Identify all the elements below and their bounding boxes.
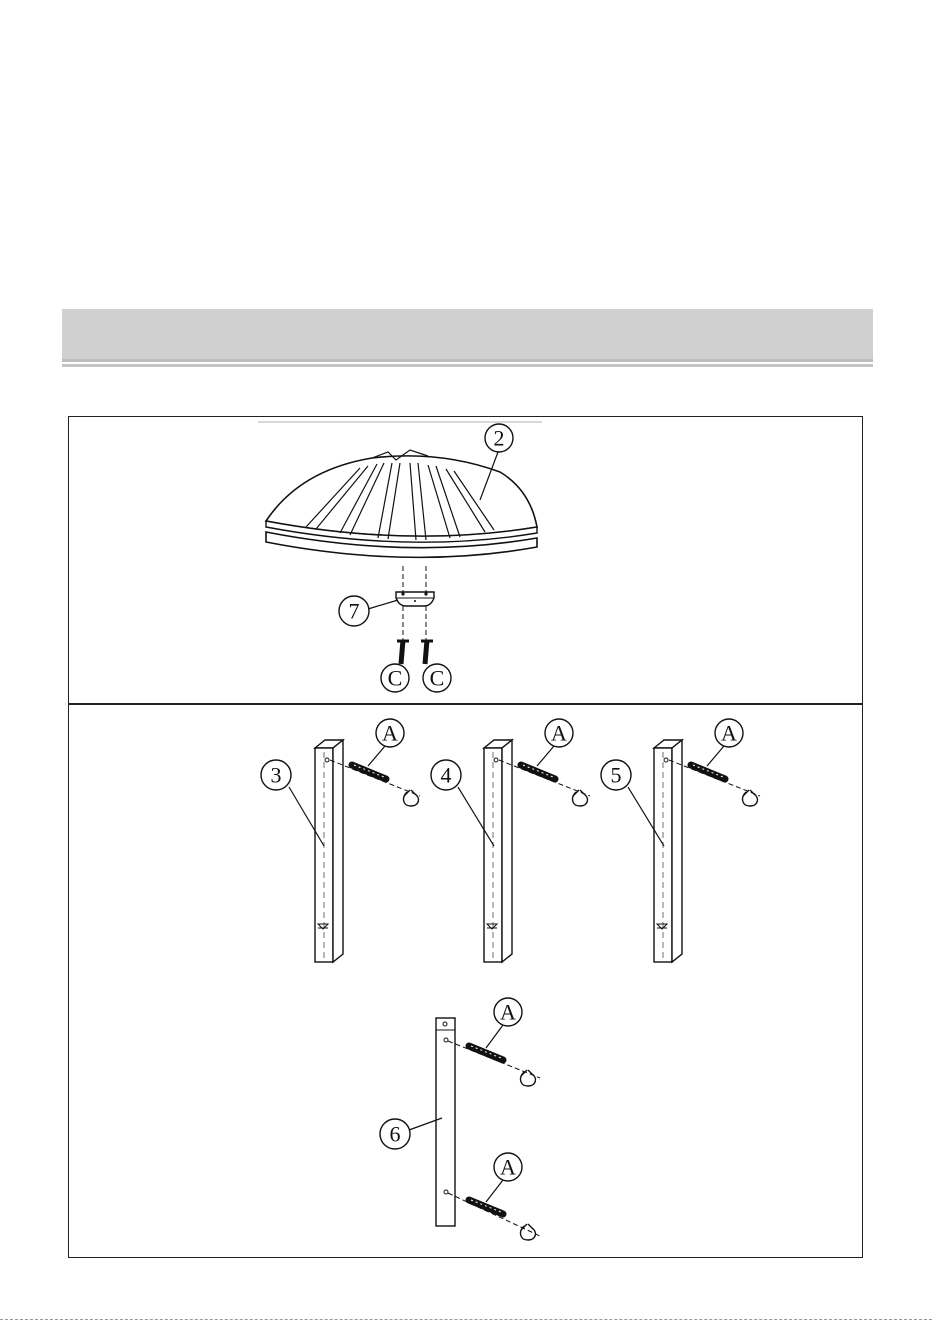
callout-label-7: 7 [349,599,360,624]
callout-bolt-a-3: A [368,719,404,766]
hook-3 [404,790,419,806]
callout-part-7: 7 [339,596,398,626]
callout-label-6: 6 [390,1122,401,1147]
callout-label-a-5: A [721,721,737,746]
callout-label-c-left: C [388,666,403,691]
hook-4 [573,790,588,806]
callout-bolt-a-4: A [537,719,573,766]
callout-bolt-a-5: A [707,719,743,766]
callout-label-a-6-bottom: A [500,1155,516,1180]
bolt-a-5 [691,765,725,779]
callout-screw-c-left: C [381,664,409,692]
callout-bolt-a-6-top: A [486,998,522,1048]
bracket-part-7 [396,566,434,640]
callout-label-c-right: C [430,666,445,691]
callout-label-a-6-top: A [500,1000,516,1025]
callout-label-3: 3 [271,763,282,788]
callout-label-2: 2 [494,426,505,451]
callout-label-5: 5 [611,763,622,788]
hook-6-bottom [521,1224,536,1240]
hook-6-top [521,1070,536,1086]
callout-label-4: 4 [441,763,452,788]
callout-bolt-a-6-bottom: A [486,1153,522,1202]
callout-part-6: 6 [380,1118,442,1149]
bolt-a-4 [521,765,555,779]
bolt-a-6-top [469,1046,503,1060]
callout-label-a-4: A [551,721,567,746]
screw-c-right [421,640,433,664]
screw-c-left [397,640,409,664]
bar-part-6 [436,1018,540,1240]
hook-5 [743,790,758,806]
bolt-a-6-bottom [469,1200,503,1214]
post-part-4 [484,740,590,962]
post-part-3 [315,740,420,962]
post-part-5 [654,740,760,962]
bolt-a-3 [352,765,386,779]
callout-screw-c-right: C [423,664,451,692]
callout-label-a-3: A [382,721,398,746]
